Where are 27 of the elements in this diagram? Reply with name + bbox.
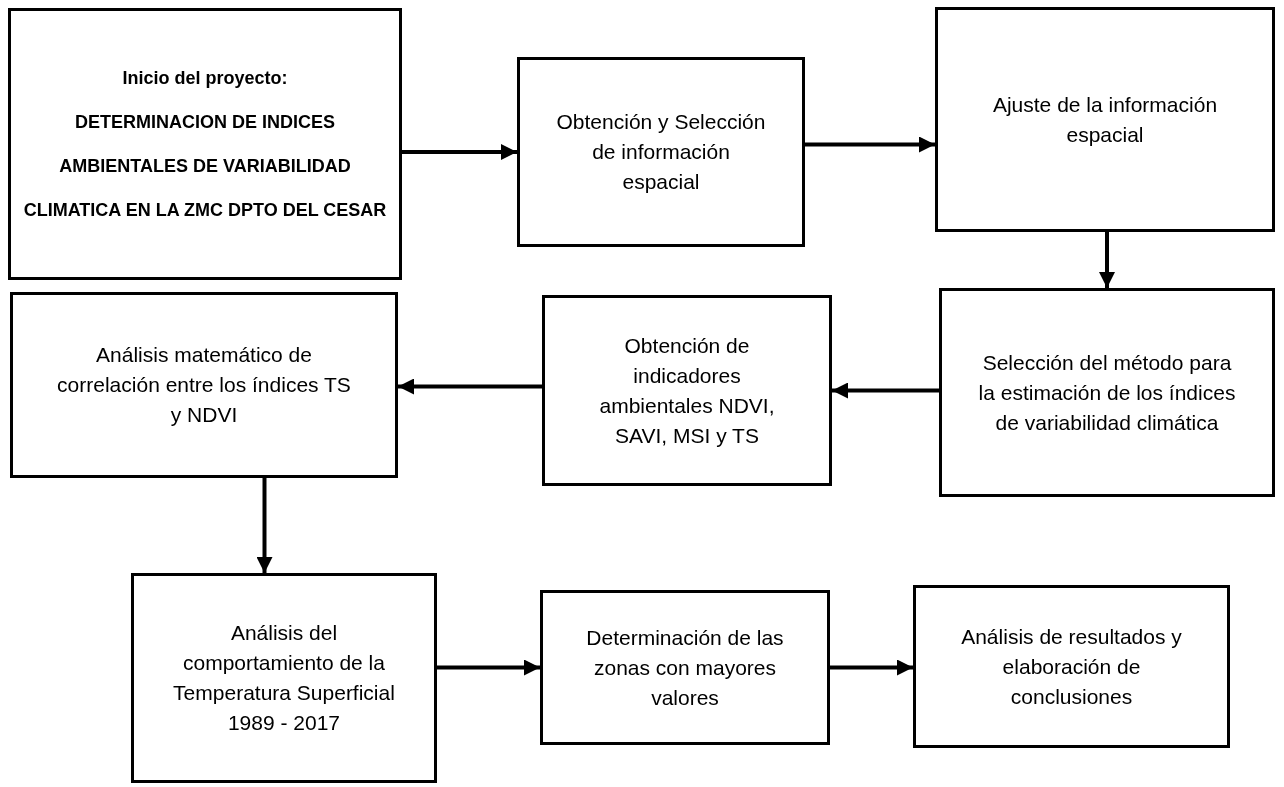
process-box — [540, 590, 830, 745]
step-text: Selección del método para la estimación de los índices de variabilidad climática — [978, 349, 1236, 436]
process-box — [939, 288, 1275, 497]
step-text: Obtención y Selección de información espacial — [556, 109, 766, 195]
step-text: Determinación de las zonas con mayores valores — [585, 624, 785, 711]
step-text: Análisis matemático de correlación entre los índices TS y NDVI — [56, 342, 352, 428]
process-box — [913, 585, 1230, 748]
step-text: Ajuste de la información espacial — [991, 91, 1219, 148]
step-text: Análisis del comportamiento de la Temperatura Superficial 1989 - 2017 — [172, 620, 396, 736]
title-text: DETERMINACION DE INDICES AMBIENTALES DE VARIABILIDAD CLIMATICA EN LA ZMC DPTO DEL CESAR — [23, 111, 387, 222]
process-box — [542, 295, 832, 486]
arrow — [832, 382, 939, 399]
step-text: Análisis de resultados y elaboración de conclusiones — [960, 623, 1183, 710]
process-box — [8, 8, 402, 280]
process-box — [10, 292, 398, 478]
process-box — [935, 7, 1275, 232]
step-text: Obtención de indicadores ambientales NDVI, SAVI, MSI y TS — [598, 332, 776, 449]
arrow — [1099, 232, 1115, 288]
process-box — [131, 573, 437, 783]
arrow — [402, 144, 517, 160]
arrow — [830, 659, 913, 676]
heading-text: Inicio del proyecto: — [122, 67, 288, 90]
arrow — [256, 478, 273, 573]
arrow — [398, 378, 542, 395]
process-box — [517, 57, 805, 247]
arrow — [437, 659, 540, 676]
arrow — [805, 136, 935, 153]
